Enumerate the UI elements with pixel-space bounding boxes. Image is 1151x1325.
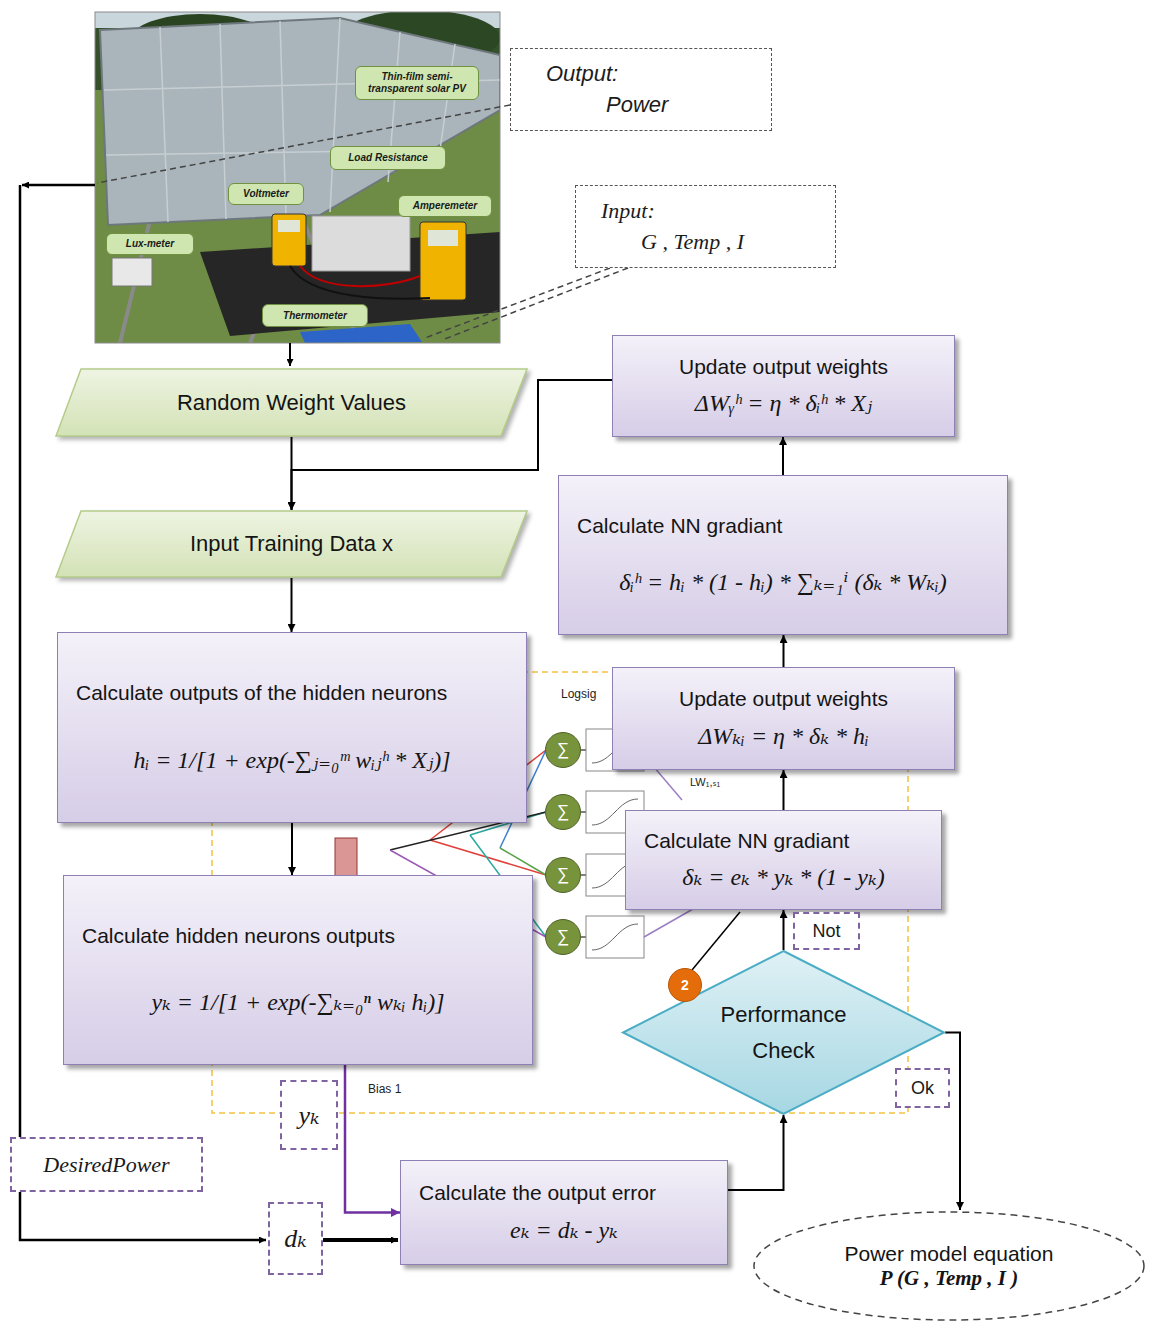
neuron-link [581, 750, 586, 937]
edge-label: yₖ [280, 1080, 338, 1150]
parallelogram-shape [56, 511, 527, 577]
output-box: Output: Power [510, 48, 772, 131]
summation-node: ∑ [545, 794, 581, 830]
weight-line [500, 848, 546, 875]
meter-screen [278, 220, 300, 232]
box-heading: Calculate the output error [419, 1181, 709, 1205]
voltmeter [272, 214, 306, 266]
leader-line [97, 105, 510, 183]
solar-panel [100, 18, 500, 225]
measurement-arrow [22, 184, 95, 187]
box-heading: Calculate NN gradiant [577, 514, 989, 538]
flow-arrow [291, 823, 293, 875]
transfer-function-label: Logsig [561, 687, 596, 701]
input-box: Input: G , Temp , I [575, 185, 836, 268]
meter-screen [428, 230, 458, 246]
part-callout: Amperemeter [398, 195, 492, 217]
process-box: Calculate NN gradiant δₖ = eₖ * yₖ * (1 -… [625, 810, 942, 910]
process-box: Update output weightsΔWₖᵢ = η * δₖ * hᵢ [612, 667, 955, 770]
box-text: Input Training Data x [190, 531, 393, 557]
layer-weight-label: LW₁,ₛ₁ [690, 776, 720, 789]
load-resistance [312, 216, 410, 271]
photo-arrow [289, 343, 291, 366]
photo [95, 12, 500, 343]
process-box: Calculate outputs of the hidden neurons h… [57, 632, 527, 823]
panel-grid [104, 18, 500, 222]
bias-label: Bias 1 [368, 1082, 401, 1096]
wire [300, 266, 420, 286]
ellipse-shape [754, 1212, 1144, 1320]
amperemeter [420, 222, 466, 300]
summation-node: ∑ [545, 919, 581, 955]
part-callout: Load Resistance [330, 146, 446, 170]
part-callout: Thermometer [262, 304, 368, 327]
process-box: Calculate hidden neurons outputs yₖ = 1/[… [63, 875, 533, 1065]
io-label: Output: [521, 61, 761, 87]
desired-power-arrow [323, 1238, 398, 1242]
process-box: Calculate NN gradiant δᵢʰ = hᵢ * (1 - hᵢ)… [558, 475, 1008, 635]
callout-number: 2 [668, 968, 702, 1002]
part-callout: Thin-film semi-transparent solar PV [355, 66, 479, 100]
wire [290, 266, 430, 299]
formula: ΔWᵧʰ = η * δᵢʰ * Xⱼ [631, 389, 936, 417]
box-heading: Update output weights [631, 355, 936, 379]
terminal-heading: Power model equation [845, 1242, 1054, 1266]
data-parallelogram: Input Training Data x [55, 510, 528, 578]
formula: δₖ = eₖ * yₖ * (1 - yₖ) [644, 863, 923, 891]
flow-arrow [783, 770, 785, 810]
process-box: Update output weightsΔWᵧʰ = η * δᵢʰ * Xⱼ [612, 335, 955, 437]
signal-label: DesiredPower [10, 1137, 203, 1192]
flow-arrow [783, 910, 785, 950]
box-heading: Calculate NN gradiant [644, 829, 923, 853]
formula: hᵢ = 1/[1 + exp(-∑ⱼ₌₀ᵐ wᵢⱼʰ * Xⱼ)] [76, 746, 508, 774]
model-equation: P (G , Temp , I ) [880, 1266, 1018, 1291]
flow-arrow [945, 1033, 960, 1211]
io-value: Power [521, 92, 761, 118]
decision-text: Performance Check [708, 997, 859, 1067]
part-callout: Voltmeter [228, 183, 304, 205]
parallelogram-shape [56, 369, 527, 436]
process-box: Calculate the output error eₖ = dₖ - yₖ [400, 1160, 728, 1265]
grass [95, 12, 500, 343]
edge-label: Not [793, 912, 860, 950]
formula: yₖ = 1/[1 + exp(-∑ₖ₌₀ⁿ wₖᵢ hᵢ)] [82, 988, 514, 1016]
io-label: Input: [586, 198, 825, 224]
sigmoid-box [586, 916, 644, 958]
box-heading: Update output weights [631, 687, 936, 711]
leader-line [425, 268, 610, 338]
summation-node: ∑ [545, 732, 581, 768]
box-heading: Calculate hidden neurons outputs [82, 924, 514, 948]
callout-line [692, 912, 740, 970]
formula: δᵢʰ = hᵢ * (1 - hᵢ) * ∑ₖ₌₁ⁱ (δₖ * Wₖᵢ) [577, 568, 989, 596]
formula: ΔWₖᵢ = η * δₖ * hᵢ [631, 722, 936, 750]
terminal-ellipse: Power model equationP (G , Temp , I ) [752, 1210, 1146, 1322]
box-text: Random Weight Values [177, 390, 406, 416]
flow-arrow [291, 578, 293, 632]
box-heading: Calculate outputs of the hidden neurons [76, 681, 508, 705]
summation-node: ∑ [545, 857, 581, 893]
data-parallelogram: Random Weight Values [55, 368, 528, 437]
lux-meter [112, 258, 152, 286]
signal-label: dₖ [268, 1202, 323, 1275]
flow-arrow [782, 437, 784, 475]
sigmoid-curve [592, 924, 638, 950]
part-callout: Lux-meter [106, 233, 194, 255]
formula: eₖ = dₖ - yₖ [419, 1216, 709, 1244]
leader-line [442, 268, 628, 340]
flow-arrow [783, 635, 785, 667]
edge-label: Ok [895, 1068, 950, 1108]
photo-frame [95, 12, 500, 343]
weight-line [430, 840, 546, 875]
io-value: G , Temp , I [586, 229, 825, 255]
flow-arrow [728, 1115, 784, 1190]
